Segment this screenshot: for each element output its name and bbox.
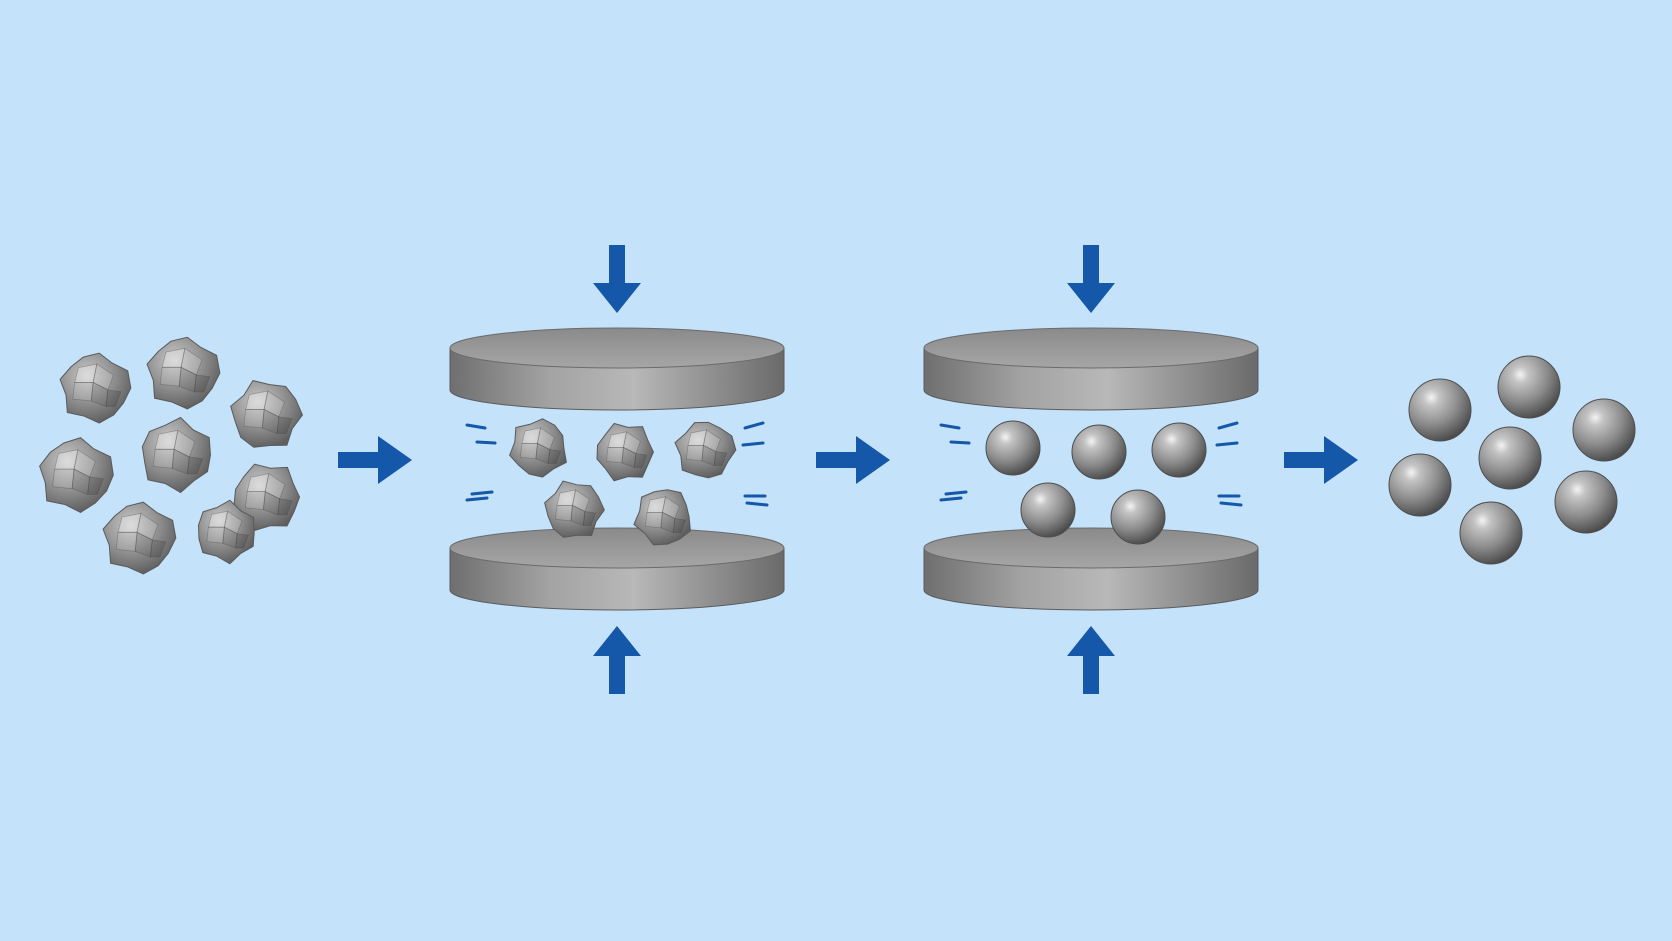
force-arrow-up: [593, 626, 641, 694]
rough-particle: [596, 422, 654, 482]
rough-particle: [39, 437, 114, 513]
smooth-particle: [1572, 398, 1636, 462]
bottom-press-plate: [923, 527, 1259, 611]
bottom-press-plate: [449, 527, 785, 611]
rough-particle: [674, 421, 737, 479]
smooth-particle: [1408, 378, 1472, 442]
smooth-particle: [1459, 501, 1523, 565]
force-arrow-down: [1067, 245, 1115, 313]
rough-particle: [544, 480, 605, 538]
motion-line: [745, 501, 769, 507]
smooth-particle: [1151, 422, 1207, 478]
smooth-particle: [1497, 355, 1561, 419]
rough-particle: [146, 336, 221, 410]
spheroidized-smooth-particles: [1388, 355, 1636, 565]
press-stage-2: [923, 245, 1259, 694]
motion-line: [939, 423, 961, 430]
motion-line: [743, 421, 765, 430]
rough-particle: [59, 352, 132, 424]
flow-arrow-3: [1284, 436, 1358, 484]
rough-particle: [230, 379, 304, 448]
smooth-particle: [1110, 489, 1166, 545]
rough-particle: [197, 499, 255, 565]
motion-line: [1217, 421, 1239, 430]
press-stage-1: [449, 245, 785, 694]
raw-rough-particles: [39, 336, 304, 575]
motion-line: [1215, 441, 1239, 447]
rough-particle: [633, 489, 691, 546]
smooth-particle: [1071, 424, 1127, 480]
motion-line: [939, 496, 963, 502]
motion-line: [949, 440, 971, 445]
motion-line: [1219, 501, 1243, 507]
motion-line: [470, 490, 494, 496]
top-press-plate: [923, 327, 1259, 411]
smooth-particle: [1554, 470, 1618, 534]
motion-line: [475, 440, 497, 445]
smooth-particle: [1020, 482, 1076, 538]
motion-line: [465, 496, 489, 502]
rough-particle: [509, 418, 567, 478]
force-arrow-up: [1067, 626, 1115, 694]
flow-arrow-2: [816, 436, 890, 484]
process-flow-arrows: [338, 436, 1358, 484]
smooth-particle: [1478, 426, 1542, 490]
flow-arrow-1: [338, 436, 412, 484]
force-arrow-down: [593, 245, 641, 313]
rough-particle: [141, 416, 211, 494]
top-press-plate: [449, 327, 785, 411]
motion-line: [741, 441, 765, 447]
motion-line: [465, 423, 487, 430]
smooth-particle: [1388, 453, 1452, 517]
motion-line: [944, 490, 968, 496]
smooth-particle: [985, 420, 1041, 476]
rough-particle: [102, 501, 177, 575]
rough-particle: [233, 463, 301, 532]
